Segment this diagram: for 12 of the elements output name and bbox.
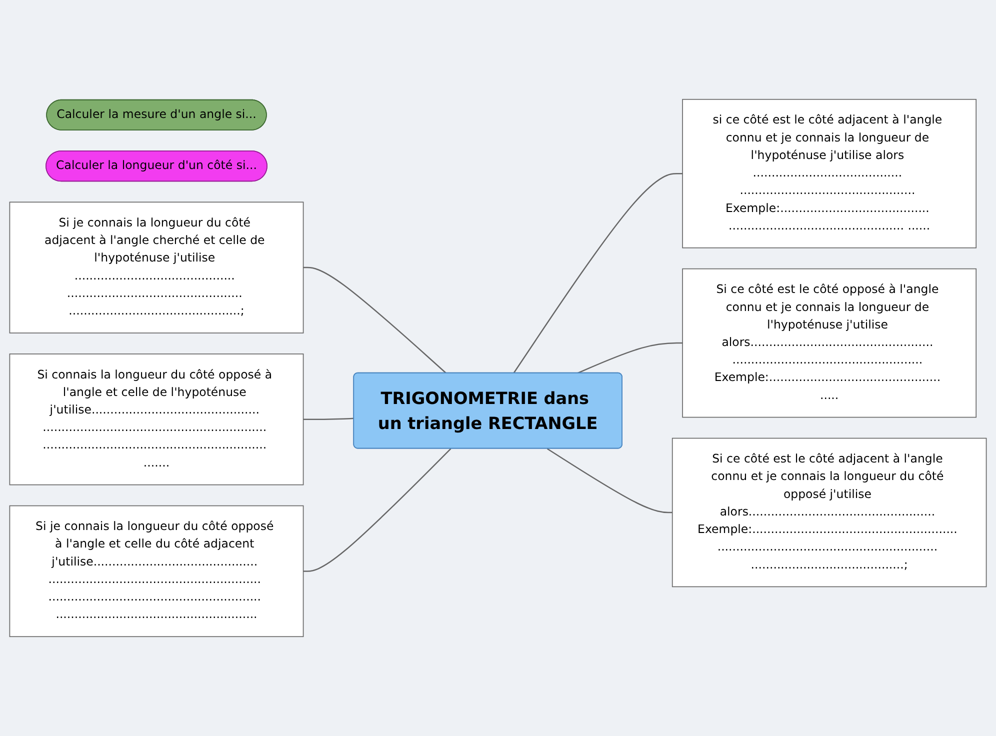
node-box: Si je connais la longueur du côté adjacent à l'angle cherché et celle de l'hypoténuse j'utilise ........................................... ............................................... ..............................................; bbox=[9, 202, 304, 334]
node-box: si ce côté est le côté adjacent à l'angle connu et je connais la longueur de l'hypoténuse j'utilise alors ........................................ ............................................... Exemple:........................................ ............................................... ...... bbox=[682, 98, 977, 248]
connector bbox=[577, 342, 683, 374]
connector bbox=[303, 418, 354, 420]
node-box: Si ce côté est le côté opposé à l'angle connu et je connais la longueur de l'hypoténuse j'utilise alors................................................. ................................................... Exemple:.............................................. ..... bbox=[682, 268, 977, 418]
node-box: Si ce côté est le côté adjacent à l'angle connu et je connais la longueur du côté opposé j'utilise alors.................................................. Exemple:....................................................... ........................................................... .........................................; bbox=[672, 438, 987, 588]
connector bbox=[546, 448, 672, 514]
node-box: Si je connais la longueur du côté opposé à l'angle et celle du côté adjacent j'utilise............................................ ......................................................... ......................................................... ...................................................... bbox=[9, 505, 304, 638]
connector bbox=[513, 172, 683, 374]
connector bbox=[303, 448, 452, 572]
connector bbox=[303, 266, 447, 374]
node-box: Si connais la longueur du côté opposé à l'angle et celle de l'hypoténuse j'utilise............................................. ............................................................ ............................................................ ....... bbox=[9, 354, 304, 486]
